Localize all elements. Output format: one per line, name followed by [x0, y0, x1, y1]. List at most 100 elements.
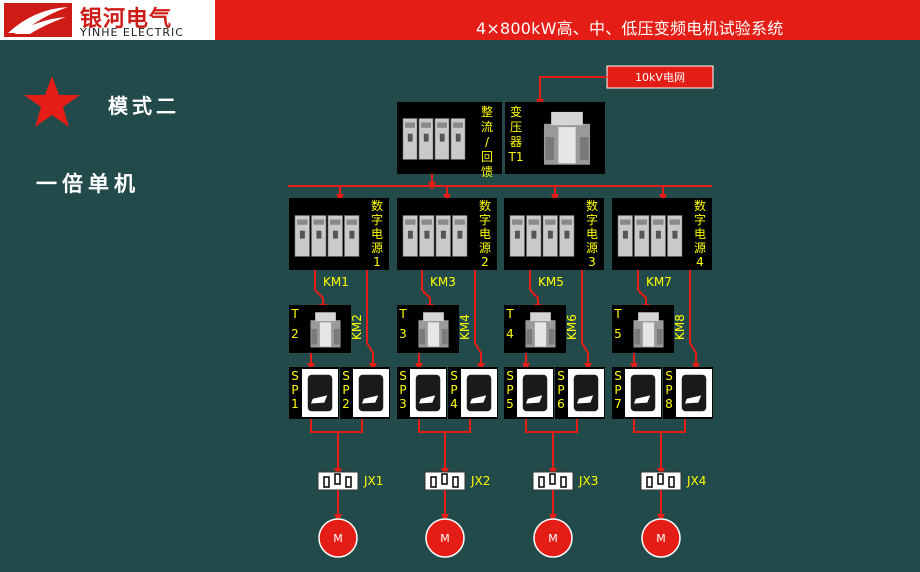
svg-text:T1: T1: [508, 150, 524, 164]
connection-line: [689, 342, 700, 371]
terminal-pin: [452, 476, 459, 488]
rectifier-label: 整流/回馈: [481, 104, 493, 179]
star-icon: [24, 76, 80, 127]
cabinet-image: [506, 201, 580, 267]
svg-text:8: 8: [665, 397, 673, 411]
sensor-label: SP7: [614, 369, 622, 411]
sensor-image: [302, 369, 338, 417]
terminal-pin: [345, 476, 352, 488]
terminal-pin: [441, 473, 448, 485]
mode-label: 模式二: [108, 94, 180, 118]
sensor-label: SP2: [342, 369, 350, 411]
svg-text:T: T: [398, 307, 407, 321]
transformer-number: 3: [399, 327, 407, 341]
svg-text:T: T: [505, 307, 514, 321]
km-bypass-label: KM4: [458, 314, 472, 340]
svg-text:数: 数: [479, 198, 491, 213]
svg-text:S: S: [450, 369, 458, 383]
connection-line: [310, 419, 363, 433]
svg-text:S: S: [399, 369, 407, 383]
page-title: 4×800kW高、中、低压变频电机试验系统: [476, 19, 784, 38]
km-main-label: KM7: [646, 275, 672, 289]
svg-text:4: 4: [450, 397, 458, 411]
svg-text:6: 6: [557, 397, 565, 411]
sensor-image: [410, 369, 446, 417]
connection-line: [633, 419, 686, 433]
svg-text:变: 变: [510, 104, 522, 119]
sensor-image: [568, 369, 604, 417]
svg-text:源: 源: [586, 241, 598, 255]
transformer-image: [531, 104, 603, 170]
connection-line: [314, 289, 324, 304]
km-main-label: KM3: [430, 275, 456, 289]
brand-name: 银河电气: [80, 7, 173, 32]
km-main-label: KM1: [323, 275, 349, 289]
motor-icon: [641, 518, 681, 558]
terminal-label: JX2: [470, 474, 490, 488]
svg-text:回: 回: [481, 150, 493, 164]
km-bypass-label: KM8: [673, 314, 687, 340]
svg-text:1: 1: [373, 255, 381, 269]
transformer-image: [302, 307, 349, 351]
transformer-label: T: [290, 307, 299, 321]
connection-line: [581, 342, 592, 371]
svg-text:源: 源: [479, 241, 491, 255]
terminal-pin: [646, 476, 653, 488]
sensor-label: SP8: [665, 369, 673, 411]
svg-text:/: /: [485, 135, 490, 149]
motor-icon: [318, 518, 358, 558]
svg-text:整: 整: [481, 104, 493, 119]
sensor-label: SP1: [291, 369, 299, 411]
sensor-image: [676, 369, 712, 417]
svg-text:流: 流: [481, 120, 493, 134]
svg-text:7: 7: [614, 397, 622, 411]
svg-text:P: P: [665, 383, 672, 397]
title-bar: [215, 0, 920, 40]
motor-label: M: [656, 532, 666, 545]
svg-text:T: T: [290, 307, 299, 321]
svg-text:S: S: [291, 369, 299, 383]
svg-text:源: 源: [371, 241, 383, 255]
connection-line: [529, 289, 539, 304]
sensor-image: [461, 369, 497, 417]
connection-line: [366, 342, 377, 371]
svg-text:源: 源: [694, 241, 706, 255]
header-bar: 银河电气 YINHE ELECTRIC 4×800kW高、中、低压变频电机试验系…: [0, 0, 920, 40]
svg-text:3: 3: [588, 255, 596, 269]
svg-text:P: P: [614, 383, 621, 397]
svg-text:数: 数: [694, 198, 706, 213]
connection-line: [525, 419, 578, 433]
terminal-pin: [549, 473, 556, 485]
svg-text:字: 字: [371, 212, 383, 227]
svg-text:P: P: [450, 383, 457, 397]
transformer-label: T: [505, 307, 514, 321]
transformer-image: [410, 307, 457, 351]
connection-line: [418, 419, 471, 433]
svg-text:数: 数: [371, 198, 383, 213]
svg-text:压: 压: [510, 120, 522, 134]
sensor-label: SP5: [506, 369, 514, 411]
svg-text:5: 5: [506, 397, 514, 411]
terminal-label: JX4: [686, 474, 706, 488]
terminal-pin: [668, 476, 675, 488]
terminal-pin: [538, 476, 545, 488]
connection-line: [536, 76, 607, 107]
terminal-pin: [334, 473, 341, 485]
sensor-image: [517, 369, 553, 417]
svg-text:器: 器: [510, 135, 522, 149]
svg-text:1: 1: [291, 397, 299, 411]
connection-line: [637, 289, 647, 304]
transformer-number: 2: [291, 327, 299, 341]
svg-text:P: P: [342, 383, 349, 397]
transformer-label: T: [398, 307, 407, 321]
svg-text:字: 字: [694, 212, 706, 227]
svg-text:4: 4: [696, 255, 704, 269]
subtitle: 一倍单机: [36, 172, 140, 196]
sensor-image: [625, 369, 661, 417]
motor-label: M: [548, 532, 558, 545]
